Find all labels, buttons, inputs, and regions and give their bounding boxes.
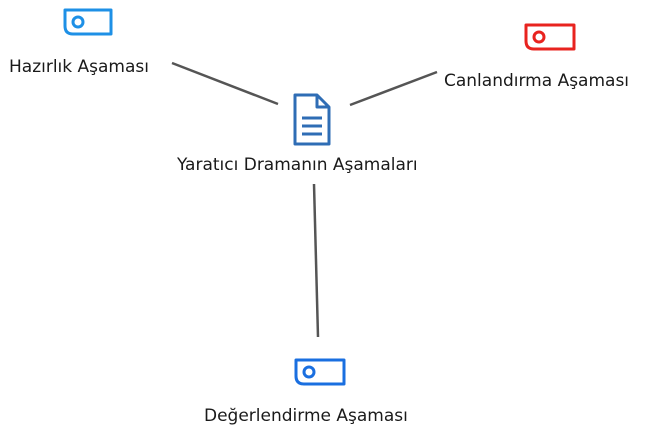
node-label-degerlendirme: Değerlendirme Aşaması [204, 406, 408, 426]
connector-center-degerlendirme [312, 183, 320, 338]
node-label-canlandirma: Canlandırma Aşaması [444, 71, 630, 91]
connector-center-hazirlik [171, 61, 279, 106]
node-label-hazirlik: Hazırlık Aşaması [9, 57, 149, 77]
tag-icon[interactable] [61, 6, 115, 44]
document-icon[interactable] [292, 92, 332, 152]
tag-icon[interactable] [292, 356, 348, 394]
tag-icon[interactable] [522, 21, 578, 59]
connector-center-canlandirma [349, 70, 438, 107]
center-label: Yaratıcı Dramanın Aşamaları [177, 155, 418, 175]
